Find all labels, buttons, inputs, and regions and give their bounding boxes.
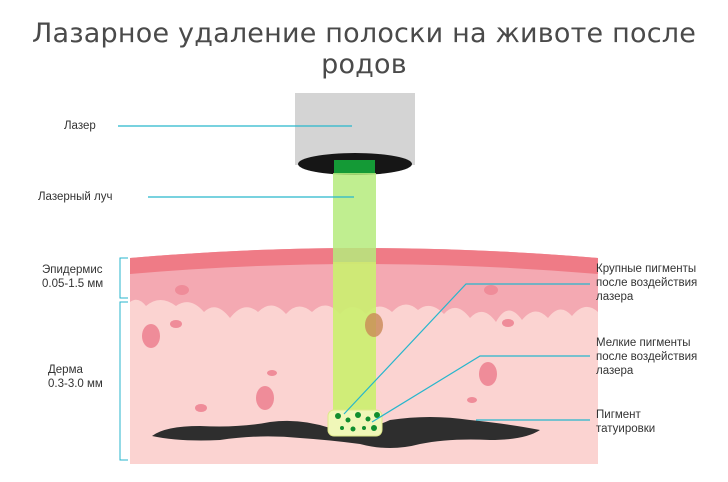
large-pigments-line: лазера bbox=[596, 291, 634, 303]
tattoo-pigment-line: татуировки bbox=[596, 423, 656, 435]
cell bbox=[195, 404, 207, 412]
epidermis-thickness: 0.05-1.5 мм bbox=[42, 278, 104, 290]
label-epidermis: Эпидермис 0.05-1.5 мм bbox=[42, 263, 103, 291]
label-dermis: Дерма 0.3-3.0 мм bbox=[48, 363, 103, 391]
cell bbox=[467, 397, 477, 403]
label-laser: Лазер bbox=[64, 120, 96, 132]
label-small-pigments: Мелкие пигменты после воздействия лазера bbox=[596, 336, 697, 378]
label-large-pigments: Крупные пигменты после воздействия лазер… bbox=[596, 262, 697, 304]
large-pigment-leader bbox=[343, 283, 590, 415]
cell bbox=[175, 285, 189, 295]
laser-emitter bbox=[334, 160, 375, 174]
cell bbox=[170, 320, 182, 328]
large-pigments-line: после воздействия bbox=[596, 277, 698, 289]
laser-beam-in-skin bbox=[333, 262, 376, 425]
epidermis-name: Эпидермис bbox=[42, 264, 103, 276]
tattoo-pigment-line: Пигмент bbox=[596, 409, 641, 421]
epidermis-bracket bbox=[119, 257, 128, 299]
dermis-thickness: 0.3-3.0 мм bbox=[48, 378, 103, 390]
cell bbox=[479, 362, 497, 386]
label-laser-beam: Лазерный луч bbox=[38, 191, 113, 203]
small-pigment-leader bbox=[371, 355, 590, 423]
cell bbox=[502, 319, 514, 327]
small-pigments-line: лазера bbox=[596, 365, 634, 377]
small-pigments-line: после воздействия bbox=[596, 351, 698, 363]
small-pigments-line: Мелкие пигменты bbox=[596, 337, 691, 349]
label-tattoo-pigment: Пигмент татуировки bbox=[596, 408, 655, 436]
dermis-name: Дерма bbox=[48, 364, 83, 376]
dermis-bracket bbox=[119, 301, 128, 461]
page-title: Лазарное удаление полоски на животе посл… bbox=[31, 18, 697, 80]
cell bbox=[256, 386, 274, 410]
cell bbox=[484, 285, 498, 295]
pigment-particles bbox=[335, 412, 380, 432]
large-pigment-cell bbox=[365, 313, 383, 337]
cell bbox=[267, 370, 277, 376]
cell bbox=[142, 324, 160, 348]
large-pigments-line: Крупные пигменты bbox=[596, 263, 697, 275]
